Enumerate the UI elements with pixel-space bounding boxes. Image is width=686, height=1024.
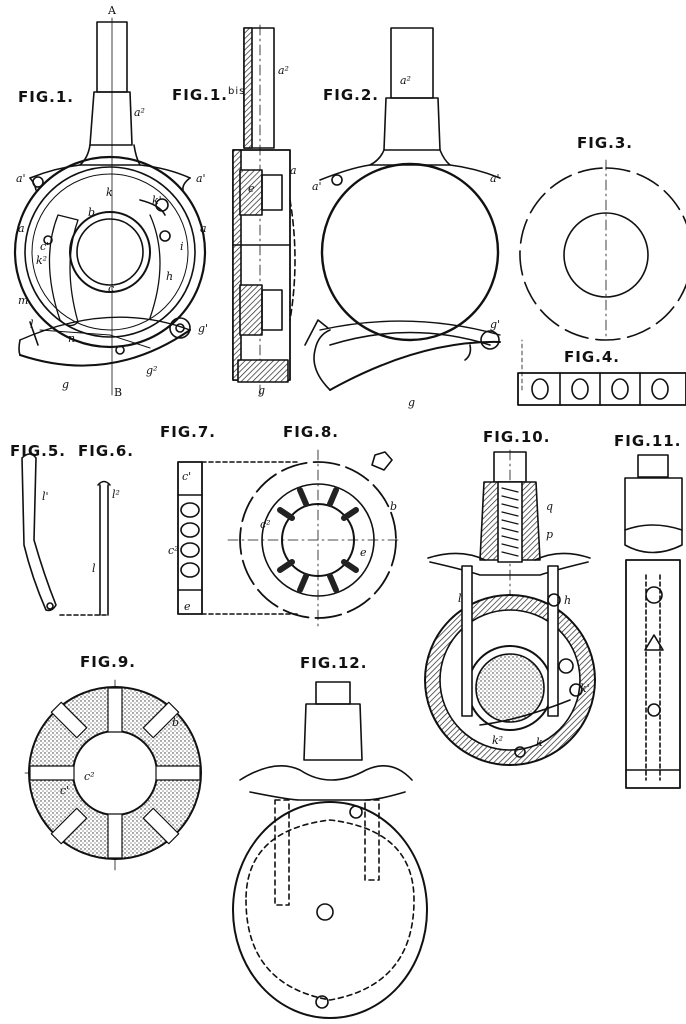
fig4-label: FIG.4.: [564, 348, 620, 366]
fig12-label: FIG.12.: [300, 654, 368, 672]
ref-letter-c1-fig7: c': [182, 470, 192, 483]
fig10-label: FIG.10.: [483, 428, 551, 446]
fig12-drawing: [232, 681, 428, 1019]
ref-letter-A: A: [108, 4, 116, 17]
fig2-drawing: [304, 27, 501, 391]
fig9-label: FIG.9.: [80, 653, 136, 671]
fig8-drawing: [227, 449, 403, 629]
ref-letter-p-fig10: p: [546, 528, 554, 541]
fig8-label: FIG.8.: [283, 423, 339, 441]
ref-letter-c2-fig7: c²: [168, 544, 179, 557]
ref-letter-g: g: [62, 378, 70, 391]
ref-letter-i: i: [180, 240, 184, 253]
fig3-drawing: [519, 159, 686, 391]
fig1-label: FIG.1.: [18, 88, 74, 106]
ref-letter-l-fig6: l: [92, 562, 96, 575]
ref-letter-l: l: [30, 318, 34, 331]
fig5-fig6-drawing: [21, 453, 111, 616]
fig1-drawing: [13, 17, 207, 396]
fig4-drawing: [517, 372, 686, 406]
ref-letter-a2-fig2: a²: [400, 74, 411, 87]
ref-letter-e-fig8: e: [360, 546, 367, 559]
ref-letter-g1-fig2: g': [490, 318, 501, 331]
ref-letter-q-fig10: q: [546, 500, 554, 513]
ref-letter-g-fig1bis: g: [258, 384, 266, 397]
ref-letter-h-fig10: h: [564, 594, 572, 607]
ref-letter-k: k: [106, 186, 113, 199]
ref-letter-c1-fig9: c': [60, 784, 70, 797]
ref-letter-a1-fig2-left: a': [312, 180, 322, 193]
fig1bis-label-sup: bis: [227, 86, 246, 97]
fig2-label: FIG.2.: [323, 86, 379, 104]
ref-letter-m: m: [18, 294, 29, 307]
fig7-label: FIG.7.: [160, 423, 216, 441]
fig11-label: FIG.11.: [614, 432, 682, 450]
ref-letter-e-fig7: e: [184, 600, 191, 613]
ref-letter-l-fig10: l: [458, 592, 462, 605]
ref-letter-c2-fig8: c²: [260, 518, 271, 531]
fig10-drawing: [424, 449, 596, 766]
ref-letter-k2-fig10: k²: [492, 734, 504, 747]
ref-letter-g1: g': [198, 322, 209, 335]
ref-letter-b-fig9: b: [172, 716, 180, 729]
ref-letter-l1-fig5: l': [42, 490, 49, 503]
fig5-label: FIG.5.: [10, 442, 66, 460]
fig7-drawing: [177, 461, 301, 615]
ref-letter-c1: c': [40, 240, 50, 253]
ref-letter-a1-fig2-right: a': [490, 172, 500, 185]
ref-letter-h: h: [166, 270, 174, 283]
ref-letter-a-right: a: [200, 222, 207, 235]
ref-letter-e-fig1bis: e: [248, 182, 255, 195]
fig1bis-drawing: [232, 24, 296, 396]
fig11-drawing: [624, 454, 683, 789]
ref-letter-c: c: [108, 282, 115, 295]
fig6-label: FIG.6.: [78, 442, 134, 460]
ref-letter-a2-fig1bis: a²: [278, 64, 289, 77]
ref-letter-k-fig10: k: [536, 736, 543, 749]
ref-letter-c2-fig9: c²: [84, 770, 95, 783]
ref-letter-a1-right: a': [196, 172, 206, 185]
ref-letter-n: n: [68, 332, 76, 345]
ref-letter-k2: k²: [36, 254, 48, 267]
ref-letter-g-fig2: g: [408, 396, 416, 409]
ref-letter-b-fig8: b: [390, 500, 398, 513]
fig1bis-label-main: FIG.1.: [172, 86, 228, 104]
fig1bis-label: FIG.1.bis: [172, 86, 245, 104]
fig9-drawing: [24, 679, 206, 871]
ref-letter-a2: a²: [134, 106, 145, 119]
ref-letter-b: b: [88, 206, 96, 219]
fig3-label: FIG.3.: [577, 134, 633, 152]
ref-letter-a: a: [18, 222, 25, 235]
ref-letter-k1: k': [152, 194, 162, 207]
ref-letter-k1-fig10: k': [580, 682, 590, 695]
ref-letter-B: B: [114, 386, 123, 399]
ref-letter-a1: a': [16, 172, 26, 185]
ref-letter-a-fig1bis: a: [290, 164, 297, 177]
ref-letter-g2: g²: [146, 364, 158, 377]
ref-letter-l2-fig6: l²: [112, 488, 120, 501]
